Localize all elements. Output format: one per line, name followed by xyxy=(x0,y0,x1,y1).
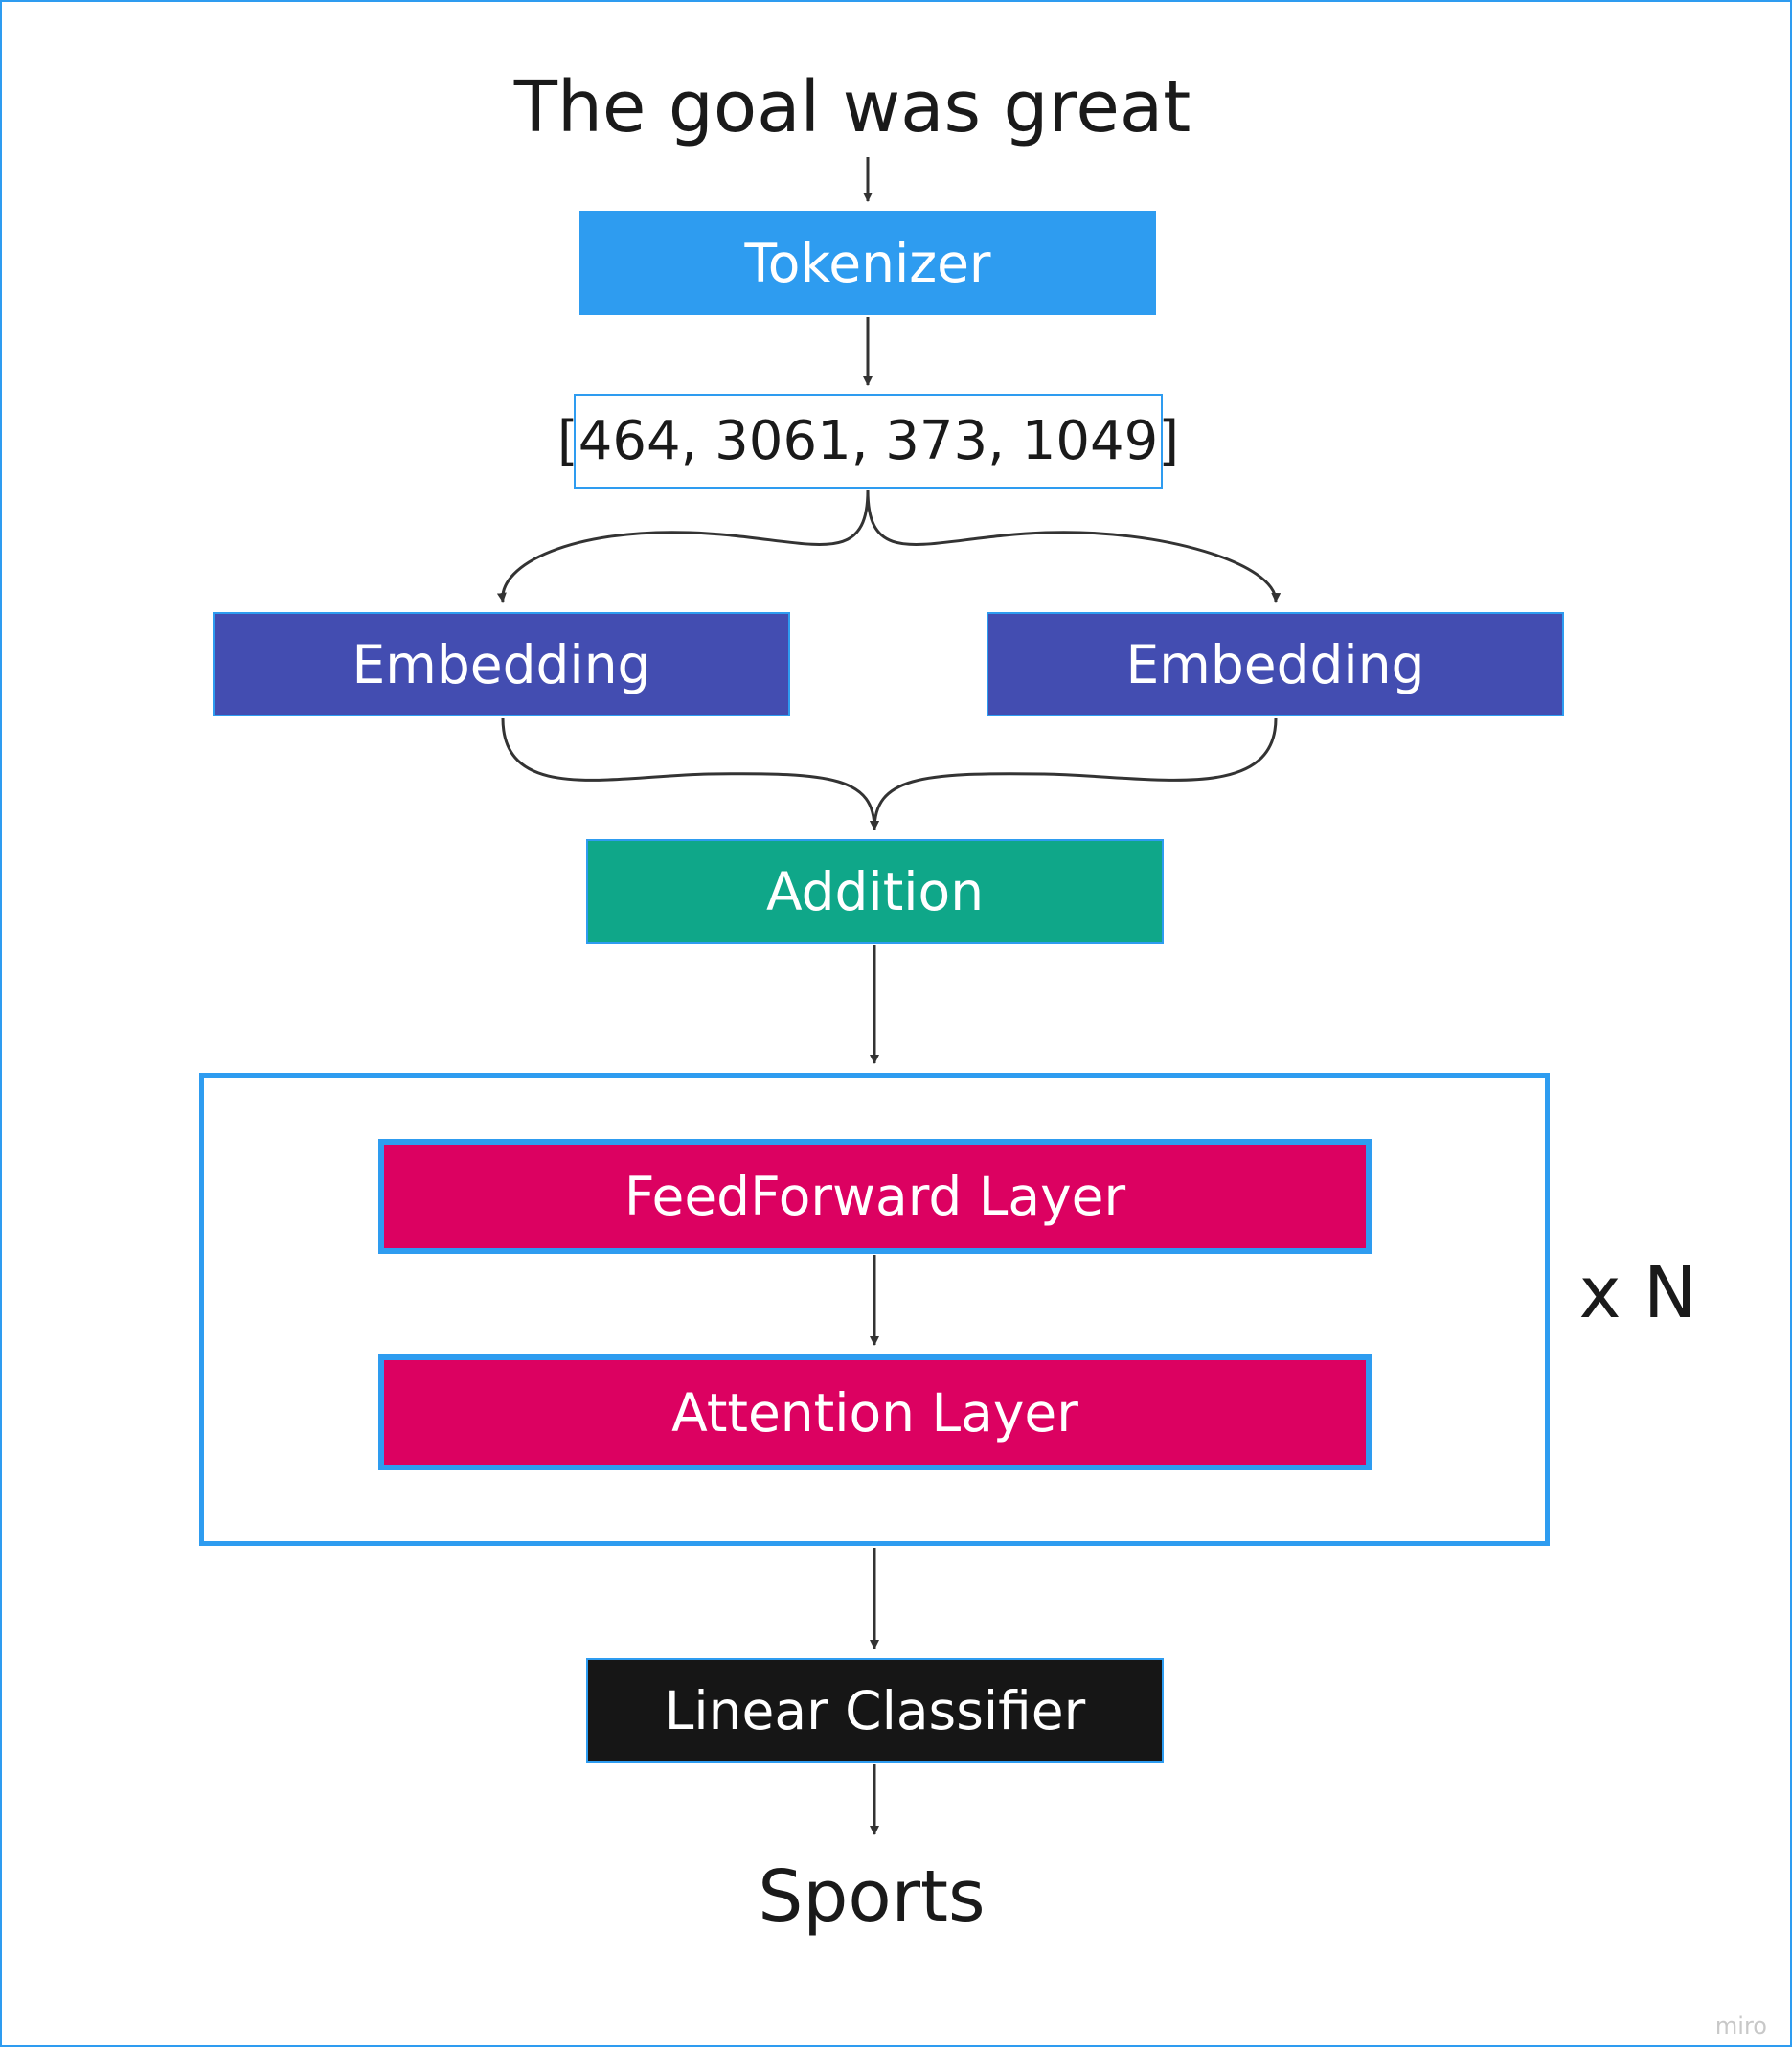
arrow-ids-to-embedding-left xyxy=(496,489,870,603)
repeated-layer-block xyxy=(199,1073,1550,1546)
embedding-right-label: Embedding xyxy=(1125,633,1425,695)
input-sentence: The goal was great xyxy=(513,66,1191,148)
linear-classifier-box: Linear Classifier xyxy=(586,1658,1164,1763)
attention-layer-label: Attention Layer xyxy=(671,1381,1078,1444)
output-label: Sports xyxy=(758,1855,986,1938)
repeat-count-label: x N xyxy=(1578,1252,1697,1334)
token-ids-label: [464, 3061, 373, 1049] xyxy=(556,410,1180,472)
arrow-embedding-left-to-addition xyxy=(501,717,879,830)
arrow-ids-to-embedding-right xyxy=(866,489,1282,603)
token-ids-box: [464, 3061, 373, 1049] xyxy=(557,394,1179,489)
attention-layer-box: Attention Layer xyxy=(378,1354,1372,1470)
feedforward-layer-label: FeedForward Layer xyxy=(624,1166,1126,1227)
embedding-left-label: Embedding xyxy=(352,633,651,695)
arrow-embedding-right-to-addition xyxy=(870,717,1278,830)
linear-classifier-label: Linear Classifier xyxy=(664,1679,1086,1741)
miro-watermark: miro xyxy=(1714,2013,1767,2039)
tokenizer-box: Tokenizer xyxy=(579,211,1156,315)
addition-label: Addition xyxy=(765,860,985,922)
feedforward-layer-box: FeedForward Layer xyxy=(378,1139,1372,1254)
tokenizer-label: Tokenizer xyxy=(744,232,991,294)
embedding-right-box: Embedding xyxy=(987,612,1564,716)
embedding-left-box: Embedding xyxy=(213,612,790,716)
addition-box: Addition xyxy=(586,839,1164,944)
